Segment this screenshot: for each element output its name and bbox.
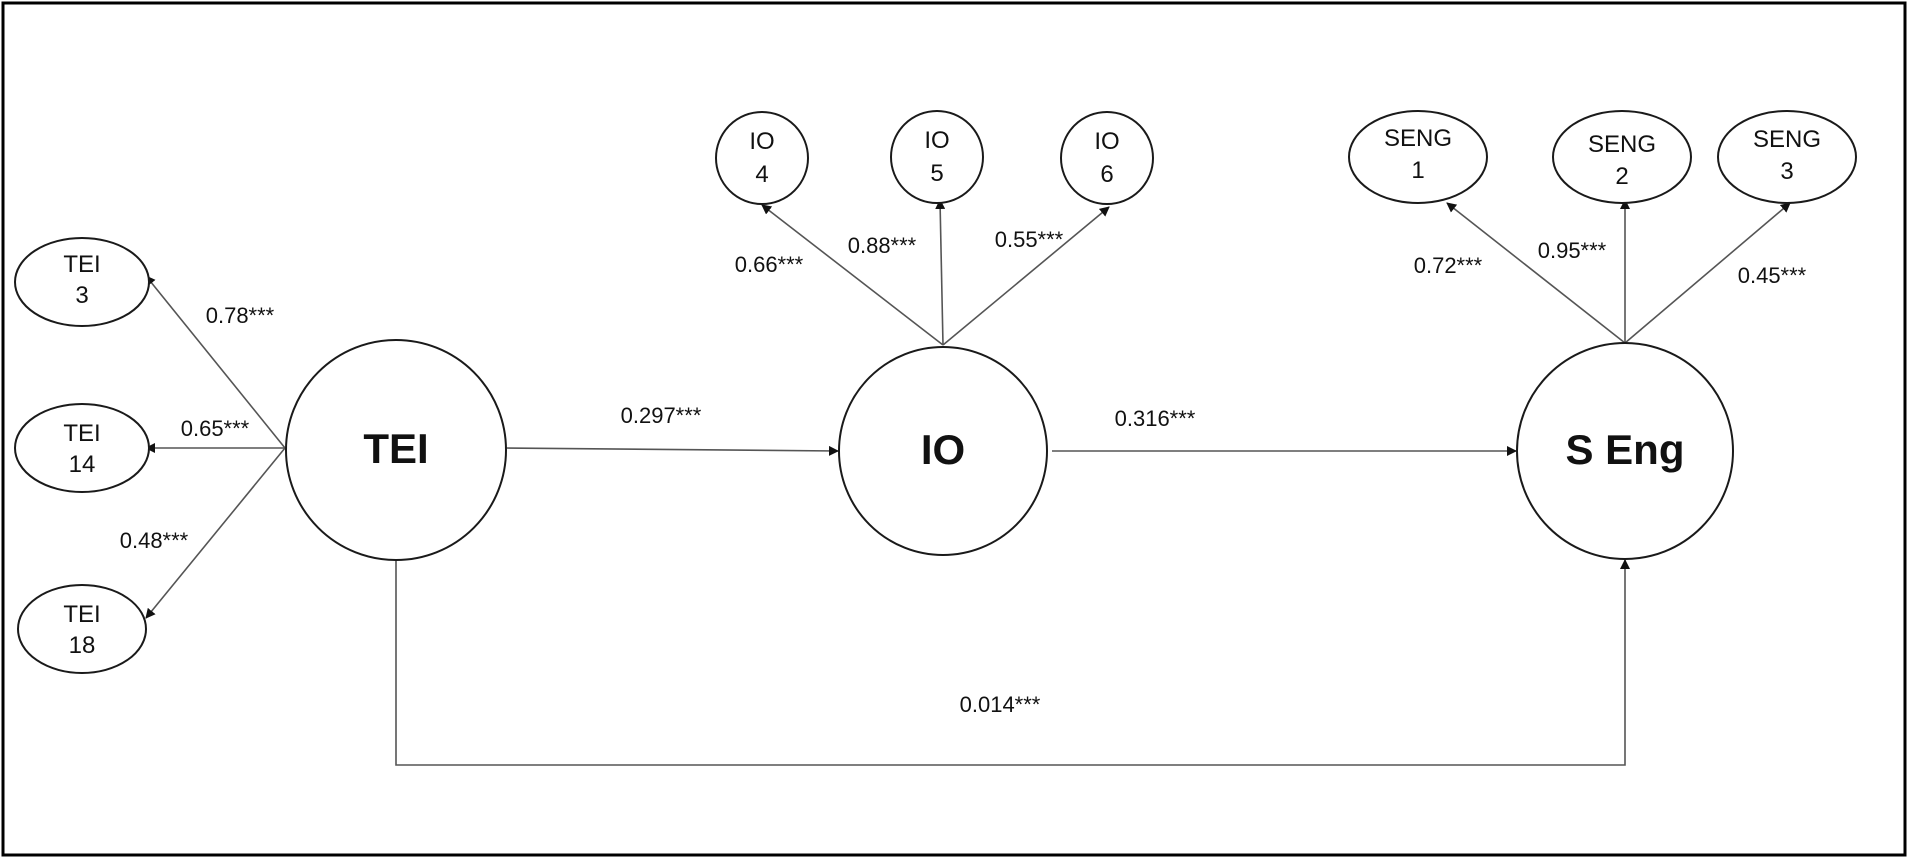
path-tei-to-tei3 [145, 275, 286, 449]
path-seng-to-seng1 [1446, 202, 1626, 344]
loading-seng2: 0.95*** [1538, 238, 1607, 263]
latent-seng-label: S Eng [1565, 426, 1684, 473]
indicator-io4-number: 4 [755, 161, 768, 188]
indicator-tei14: TEI 14 [14, 403, 150, 493]
indicator-io4: IO 4 [715, 111, 809, 205]
indicator-seng2-name: SENG [1588, 131, 1656, 158]
loading-seng1: 0.72*** [1414, 253, 1483, 278]
loading-io4: 0.66*** [735, 252, 804, 277]
indicator-tei14-number: 14 [69, 451, 96, 478]
indicator-io6-number: 6 [1100, 161, 1113, 188]
latent-tei-label: TEI [363, 425, 428, 472]
path-tei-to-seng [395, 557, 1630, 766]
indicator-tei3: TEI 3 [14, 237, 150, 327]
path-seng-to-seng3 [1624, 202, 1791, 344]
indicator-tei3-number: 3 [75, 282, 88, 309]
indicator-tei14-name: TEI [63, 420, 100, 447]
indicator-io5: IO 5 [890, 110, 984, 204]
indicator-io4-name: IO [749, 128, 774, 155]
indicator-seng3: SENG 3 [1717, 110, 1857, 204]
path-io-to-io5 [935, 199, 946, 346]
path-io-to-io4 [761, 204, 944, 346]
path-io-to-io6 [942, 206, 1110, 346]
indicator-io6-name: IO [1094, 128, 1119, 155]
indicator-tei18: TEI 18 [17, 584, 147, 674]
indicator-io5-number: 5 [930, 160, 943, 187]
loading-seng3: 0.45*** [1738, 263, 1807, 288]
loading-tei3: 0.78*** [206, 303, 275, 328]
indicator-seng1-name: SENG [1384, 125, 1452, 152]
indicator-seng1-number: 1 [1411, 157, 1424, 184]
path-tei-to-io [505, 445, 839, 456]
indicator-seng3-name: SENG [1753, 126, 1821, 153]
loading-tei14: 0.65*** [181, 416, 250, 441]
indicator-seng2: SENG 2 [1552, 110, 1692, 204]
indicator-io5-name: IO [924, 127, 949, 154]
loading-io6: 0.55*** [995, 227, 1064, 252]
indicator-seng2-number: 2 [1615, 163, 1628, 190]
latent-tei: TEI [285, 339, 507, 561]
indicator-tei18-name: TEI [63, 601, 100, 628]
latent-seng: S Eng [1516, 342, 1734, 560]
indicator-tei18-number: 18 [69, 632, 96, 659]
latent-io: IO [838, 346, 1048, 556]
coef-tei-io: 0.297*** [621, 403, 702, 428]
indicator-seng1: SENG 1 [1348, 110, 1488, 204]
loading-io5: 0.88*** [848, 233, 917, 258]
latent-io-label: IO [921, 426, 965, 473]
indicator-seng3-number: 3 [1780, 158, 1793, 185]
coef-io-seng: 0.316*** [1115, 406, 1196, 431]
indicator-io6: IO 6 [1060, 111, 1154, 205]
path-tei-to-tei18 [145, 447, 286, 619]
loading-tei18: 0.48*** [120, 528, 189, 553]
indicator-tei3-name: TEI [63, 251, 100, 278]
coef-tei-seng: 0.014*** [960, 692, 1041, 717]
